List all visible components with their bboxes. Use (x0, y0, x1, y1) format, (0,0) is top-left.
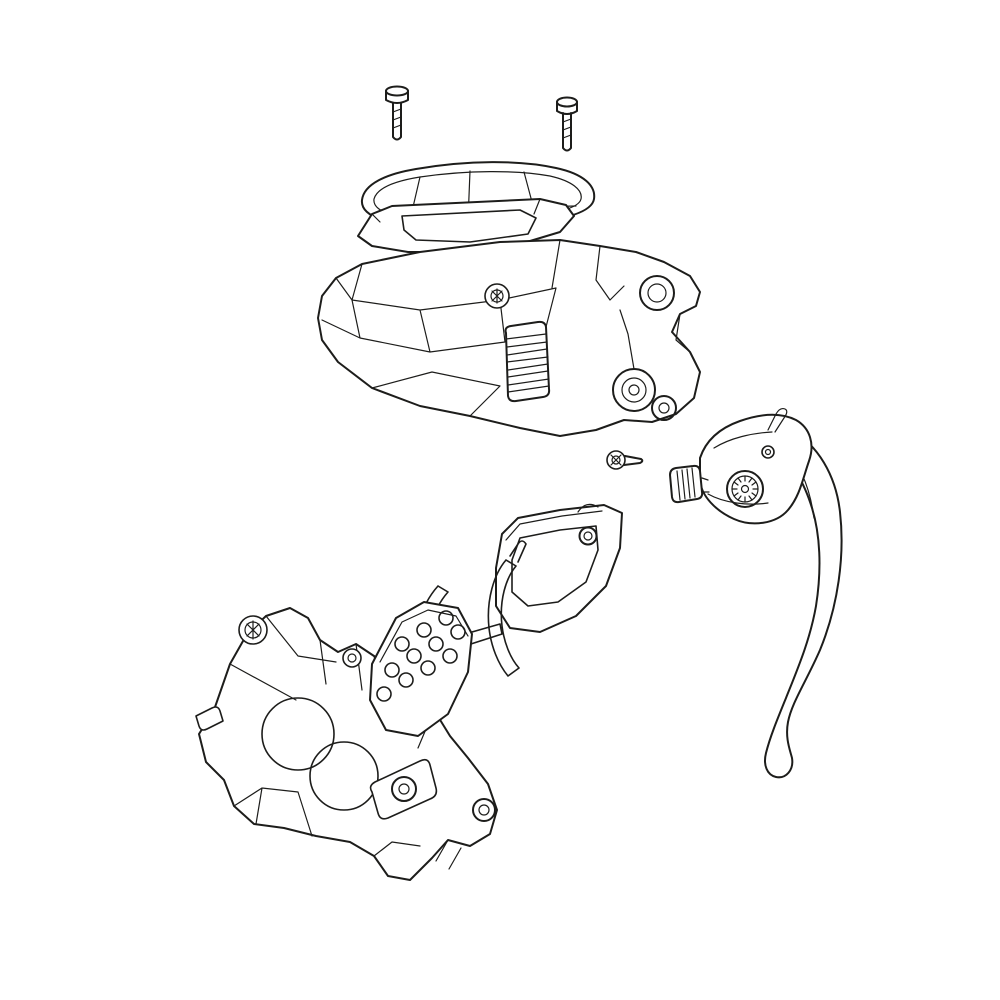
pad-cooling-holes (376, 610, 466, 702)
spring-hook (767, 407, 788, 433)
caliper-small-bolt-icon (342, 648, 362, 668)
pivot-screw-icon (606, 450, 644, 470)
caliper-mount-slot (195, 706, 224, 731)
pivot-screw-head-icon (761, 445, 775, 459)
bolt-left-icon (385, 85, 409, 141)
barrel-adjuster (504, 320, 551, 403)
master-cylinder-body (317, 239, 701, 437)
hose-banjo-ear (472, 798, 496, 822)
brake-pad-outboard (495, 503, 623, 633)
bolt-right-icon (556, 96, 578, 152)
reach-adjust-knob (669, 464, 710, 504)
clamp-ring (639, 275, 675, 311)
caliper-torx-bolt-icon (238, 615, 268, 645)
diaphragm-plate (357, 198, 575, 253)
pivot-boss (612, 368, 677, 421)
brake-pad-inboard (369, 601, 473, 737)
caliper-pad-window (369, 758, 438, 820)
lever-blade-assembly (669, 407, 843, 779)
lever-pivot-body (699, 413, 813, 525)
body-torx-screw-icon (484, 283, 510, 309)
contact-point-dial (726, 470, 764, 508)
